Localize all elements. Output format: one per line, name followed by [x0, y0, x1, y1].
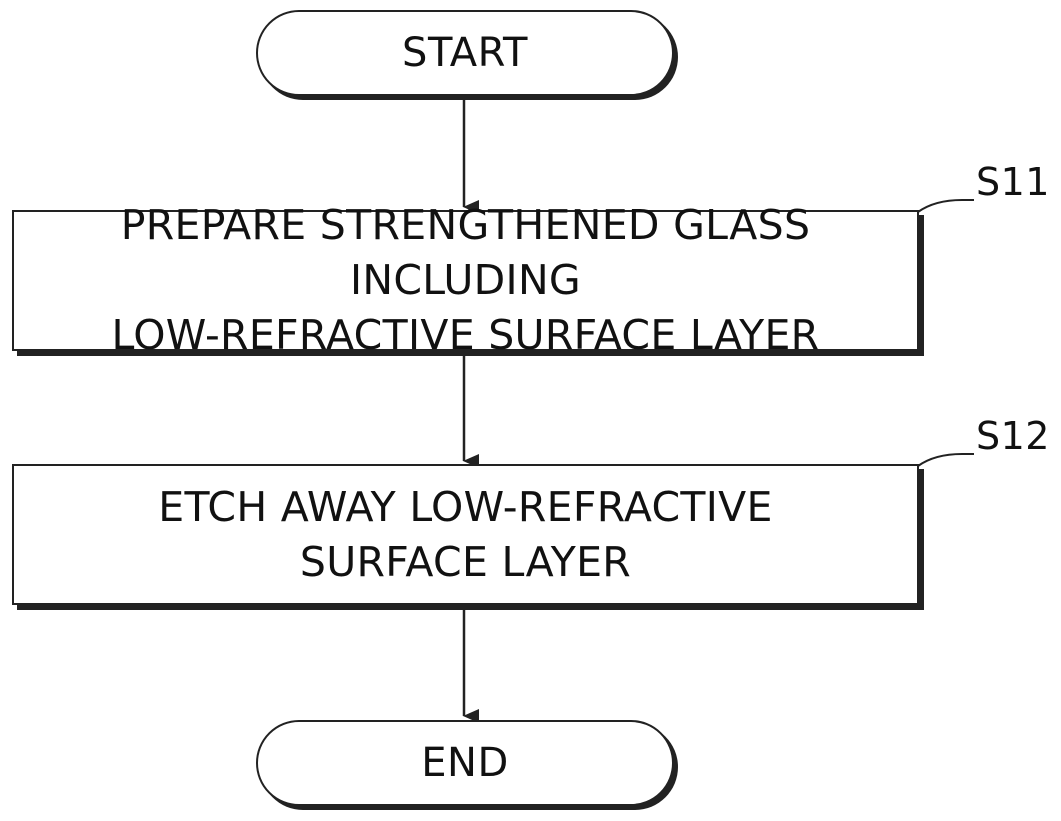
step-s11-id: S11 [976, 160, 1050, 204]
step-s12-box: ETCH AWAY LOW-REFRACTIVE SURFACE LAYER [12, 464, 919, 605]
start-terminal: START [256, 10, 674, 96]
step-s11-line-2: LOW-REFRACTIVE SURFACE LAYER [112, 308, 820, 363]
step-s12-line-1: ETCH AWAY LOW-REFRACTIVE [158, 480, 772, 535]
step-s12-id: S12 [976, 414, 1050, 458]
s11-label-leader [918, 200, 974, 212]
step-s11-line-1: PREPARE STRENGTHENED GLASS INCLUDING [14, 198, 917, 308]
s12-label-leader [918, 454, 974, 466]
start-label: START [402, 30, 528, 76]
step-s11-box: PREPARE STRENGTHENED GLASS INCLUDING LOW… [12, 210, 919, 351]
end-terminal: END [256, 720, 674, 806]
end-label: END [421, 740, 509, 786]
step-s12-line-2: SURFACE LAYER [300, 535, 631, 590]
